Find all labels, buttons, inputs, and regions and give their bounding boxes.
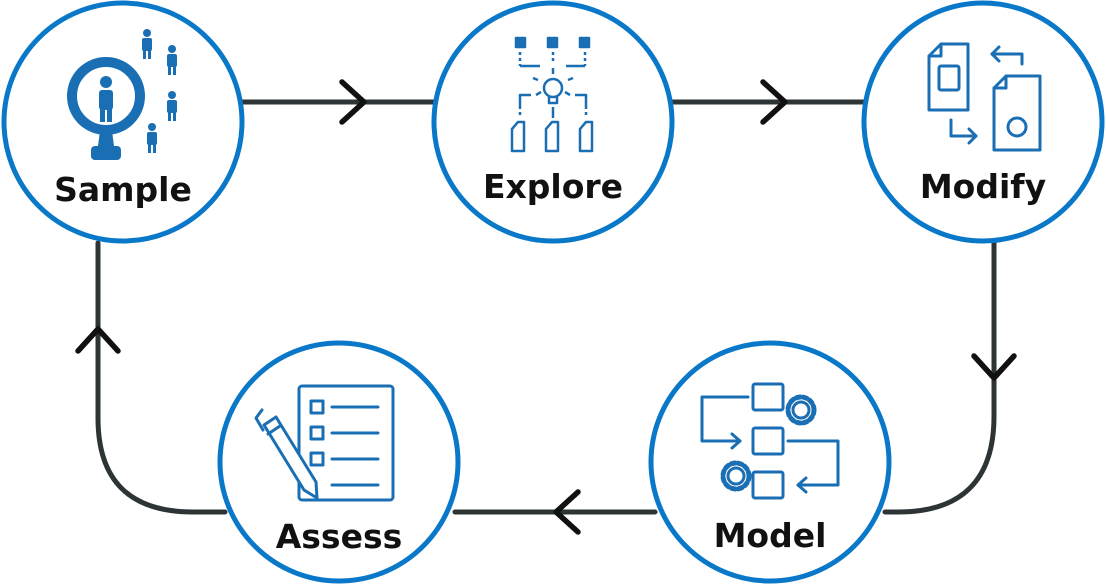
stage-sample: Sample bbox=[1, 0, 245, 244]
process-gears-icon bbox=[700, 382, 840, 500]
connector-modify-model bbox=[882, 240, 997, 515]
stage-circle bbox=[648, 340, 892, 584]
checklist-pen-icon bbox=[254, 384, 395, 502]
stage-label: Sample bbox=[54, 170, 192, 209]
stage-label: Modify bbox=[920, 167, 1046, 206]
arrow-right-icon bbox=[339, 79, 367, 125]
stage-modify: Modify bbox=[861, 0, 1105, 244]
connector-lines bbox=[95, 99, 997, 515]
arrow-down-icon bbox=[971, 353, 1017, 381]
stage-circle bbox=[217, 340, 461, 584]
connector-assess-sample bbox=[95, 240, 228, 515]
arrow-right-icon bbox=[760, 79, 788, 125]
stage-label: Explore bbox=[483, 167, 623, 206]
arrowheads bbox=[75, 79, 1017, 535]
arrow-left-icon bbox=[553, 489, 581, 535]
stage-model: Model bbox=[648, 340, 892, 584]
stage-label: Assess bbox=[276, 517, 403, 556]
document-transform-icon bbox=[927, 42, 1042, 152]
stage-label: Model bbox=[714, 516, 827, 555]
stage-circle bbox=[861, 0, 1105, 244]
magnifier-people-icon bbox=[67, 29, 177, 160]
lightbulb-network-icon bbox=[510, 36, 594, 153]
arrow-up-icon bbox=[75, 326, 121, 354]
stage-assess: Assess bbox=[217, 340, 461, 584]
stage-explore: Explore bbox=[431, 0, 675, 244]
